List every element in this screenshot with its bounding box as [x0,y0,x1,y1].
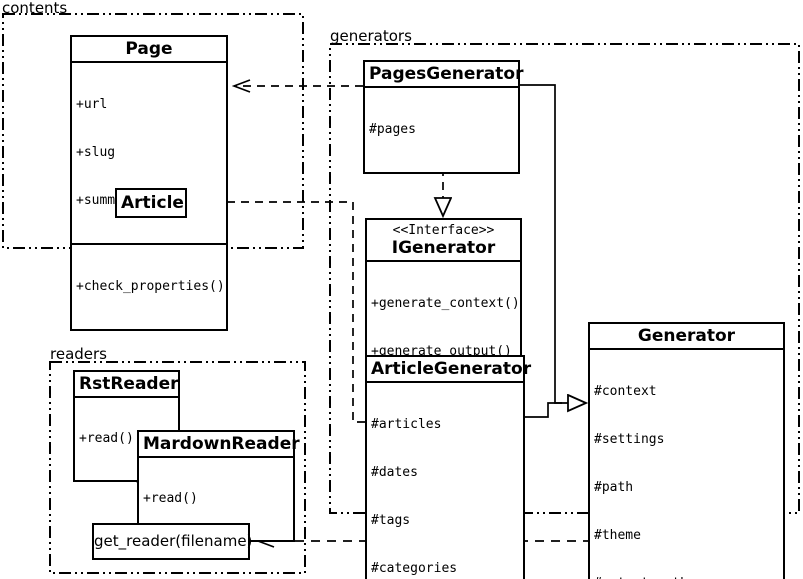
package-label-generators: generators [330,27,412,45]
class-title-mardownreader: MardownReader [143,434,300,454]
class-box-generator: Generator #context #settings #path #them… [588,322,785,579]
attr: +slug [76,145,116,160]
attr: #output_path [594,576,780,579]
attr: #path [594,480,634,495]
attr: #settings [594,432,665,447]
generalization-articlegenerator-to-generator [525,402,562,418]
attr: +url [76,97,108,112]
class-attrs-articlegenerator: #articles #dates #tags #categories [367,381,523,579]
class-box-pagesgenerator: PagesGenerator #pages [363,60,524,174]
attr: #categories [371,561,458,576]
class-box-article: Article [115,188,187,218]
attr: #theme [594,528,641,543]
class-box-page: Page +url +slug +summary +check_properti… [70,35,228,331]
class-title-igenerator: IGenerator [391,238,496,258]
class-title-page: Page [125,39,173,59]
class-attrs-pagesgenerator: #pages [365,86,518,172]
package-frame-generators [329,43,800,514]
method: +check_properties() [76,279,225,294]
class-title-pagesgenerator: PagesGenerator [369,64,524,84]
class-title-articlegenerator: ArticleGenerator [371,359,532,379]
attr: #tags [371,513,411,528]
method: +read() [143,491,198,506]
generalization-pagesgenerator-to-generator [520,84,586,403]
attr: #pages [369,122,416,137]
class-title-article: Article [121,193,184,213]
class-methods-page: +check_properties() [72,243,226,329]
class-methods-mardownreader: +read() [139,456,293,540]
dependency-articlegenerator-to-article [192,202,365,423]
function-box-get-reader: get_reader(filename) [92,523,252,560]
package-label-readers: readers [50,345,107,363]
attr: #dates [371,465,418,480]
method: +generate_context() [371,296,520,311]
package-label-contents: contents [2,0,68,17]
class-stereotype-igenerator: <<Interface>> [392,223,495,238]
method: +read() [79,431,134,446]
class-title-rstreader: RstReader [79,374,179,394]
attr: #articles [371,417,442,432]
package-frame-readers [49,361,306,574]
class-attrs-generator: #context #settings #path #theme #output_… [590,348,783,579]
attr: #context [594,384,657,399]
class-title-generator: Generator [637,326,736,346]
class-box-articlegenerator: ArticleGenerator #articles #dates #tags … [365,355,532,579]
class-methods-rstreader: +read() [75,396,178,480]
